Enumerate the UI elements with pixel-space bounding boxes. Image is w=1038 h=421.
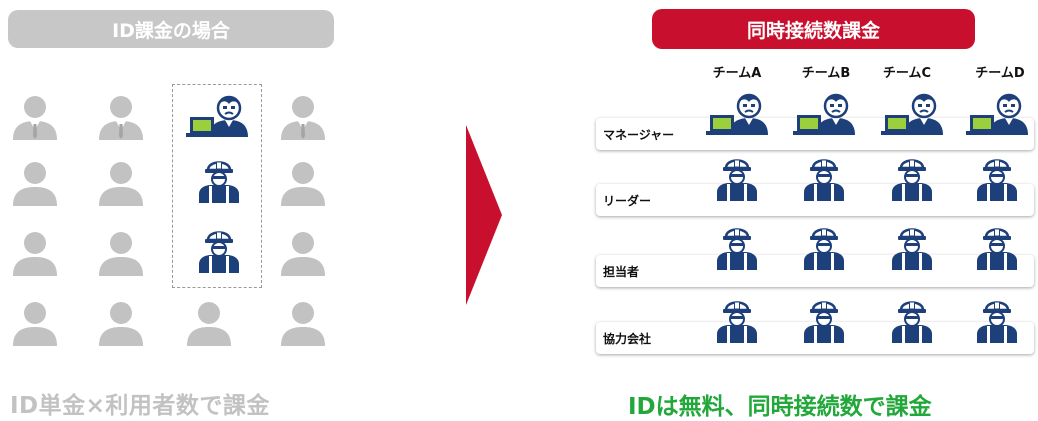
id-billing-caption: ID単金×利用者数で課金 [10, 393, 270, 419]
team-label-a: チームA [712, 66, 762, 81]
concurrent-billing-header: 同時接続数課金 [652, 9, 975, 49]
person-gray-icon [10, 160, 60, 208]
worker-helmet-icon [802, 154, 846, 202]
person-gray-icon [10, 230, 60, 278]
person-gray-icon [278, 160, 328, 208]
manager-with-laptop-icon [965, 90, 1029, 136]
person-suit-gray-icon [278, 94, 328, 142]
worker-helmet-icon [715, 296, 759, 344]
person-gray-icon [96, 300, 146, 348]
role-label-leader: リーダー [603, 194, 652, 208]
worker-helmet-icon [197, 226, 241, 274]
team-label-c: チームC [882, 66, 932, 81]
concurrent-billing-header-text: 同時接続数課金 [746, 19, 880, 42]
worker-helmet-icon [802, 296, 846, 344]
role-label-partner: 協力会社 [603, 332, 652, 346]
manager-with-laptop-icon [880, 90, 944, 136]
manager-with-laptop-icon [705, 90, 769, 136]
manager-with-laptop-icon [792, 90, 856, 136]
id-billing-header: ID課金の場合 [8, 10, 334, 48]
person-gray-icon [278, 300, 328, 348]
arrow-right-icon [466, 125, 502, 305]
person-suit-gray-icon [96, 94, 146, 142]
role-label-manager: マネージャー [603, 128, 675, 142]
worker-helmet-icon [975, 154, 1019, 202]
worker-helmet-icon [197, 156, 241, 204]
team-label-d: チームD [975, 66, 1025, 81]
role-label-staff: 担当者 [603, 265, 640, 279]
person-gray-icon [96, 230, 146, 278]
person-gray-icon [184, 300, 234, 348]
manager-with-laptop-icon [185, 92, 249, 138]
concurrent-billing-caption: IDは無料、同時接続数で課金 [628, 394, 932, 420]
worker-helmet-icon [802, 223, 846, 271]
person-gray-icon [96, 160, 146, 208]
person-gray-icon [278, 230, 328, 278]
person-gray-icon [10, 300, 60, 348]
worker-helmet-icon [890, 296, 934, 344]
person-suit-gray-icon [10, 94, 60, 142]
worker-helmet-icon [975, 296, 1019, 344]
selected-users-box [172, 84, 262, 288]
id-billing-header-text: ID課金の場合 [112, 19, 230, 42]
worker-helmet-icon [890, 223, 934, 271]
team-label-b: チームB [801, 66, 851, 81]
worker-helmet-icon [975, 223, 1019, 271]
worker-helmet-icon [715, 223, 759, 271]
worker-helmet-icon [890, 154, 934, 202]
worker-helmet-icon [715, 154, 759, 202]
